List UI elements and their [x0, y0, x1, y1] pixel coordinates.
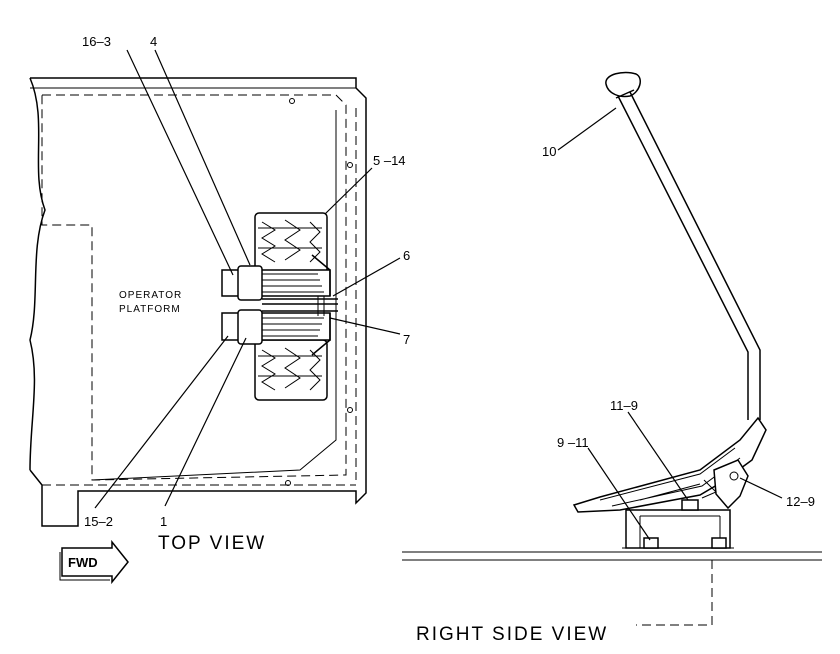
right-side-view: 10 11–9 9 –11 12–9 RIGHT SIDE VIEW	[402, 71, 822, 645]
leader-9-11	[587, 447, 651, 541]
cab-floor-line	[91, 110, 337, 481]
pivot-block-upper	[237, 265, 263, 301]
lever-collar	[615, 89, 635, 99]
callout-9-11: 9 –11	[557, 435, 589, 450]
leader-1	[164, 337, 247, 507]
top-view: OPERATOR PLATFORM 16–3 4 5 –14 6 7 15–2 …	[29, 34, 410, 585]
fwd-label: FWD	[68, 555, 98, 570]
callout-11-9: 11–9	[610, 398, 638, 413]
leader-4	[154, 49, 251, 266]
bolt-hole	[285, 480, 291, 486]
platform-inner-dashed	[41, 94, 347, 481]
callout-5-14: 5 –14	[373, 153, 406, 168]
leader-7	[329, 317, 401, 335]
callout-6: 6	[403, 248, 410, 263]
upper-pedal-pad	[254, 212, 328, 274]
platform-label-line2: PLATFORM	[119, 304, 181, 315]
leader-11-9	[627, 411, 689, 501]
bolt-hole	[347, 407, 353, 413]
lower-pedal-pad	[254, 339, 328, 401]
leader-15-2	[94, 335, 229, 509]
callout-7: 7	[403, 332, 410, 347]
leader-5-14	[324, 167, 373, 215]
mount-bracket	[622, 499, 734, 549]
leader-16-3	[126, 49, 234, 276]
leader-12-9	[739, 477, 783, 499]
pivot-block-lower	[237, 309, 263, 345]
top-view-caption: TOP VIEW	[158, 533, 266, 554]
floor-line	[402, 551, 822, 561]
leader-6	[332, 257, 401, 297]
lever-knob	[605, 71, 641, 98]
callout-1: 1	[160, 514, 167, 529]
fwd-arrow: FWD	[59, 539, 129, 585]
platform-label-line1: OPERATOR	[119, 290, 182, 301]
bolt-hole	[347, 162, 353, 168]
callout-16-3: 16–3	[82, 34, 111, 49]
pedal-assembly	[572, 416, 767, 513]
callout-4: 4	[150, 34, 157, 49]
shaft-end	[317, 296, 325, 316]
leader-10	[557, 107, 617, 151]
shaft-6	[262, 298, 338, 305]
bolt-hole	[289, 98, 295, 104]
callout-15-2: 15–2	[84, 514, 113, 529]
callout-12-9: 12–9	[786, 494, 815, 509]
section-dashed-line	[636, 560, 713, 626]
lever-rod	[617, 91, 761, 420]
side-view-caption: RIGHT SIDE VIEW	[416, 624, 608, 645]
platform-outline	[29, 77, 367, 527]
callout-10: 10	[542, 144, 556, 159]
